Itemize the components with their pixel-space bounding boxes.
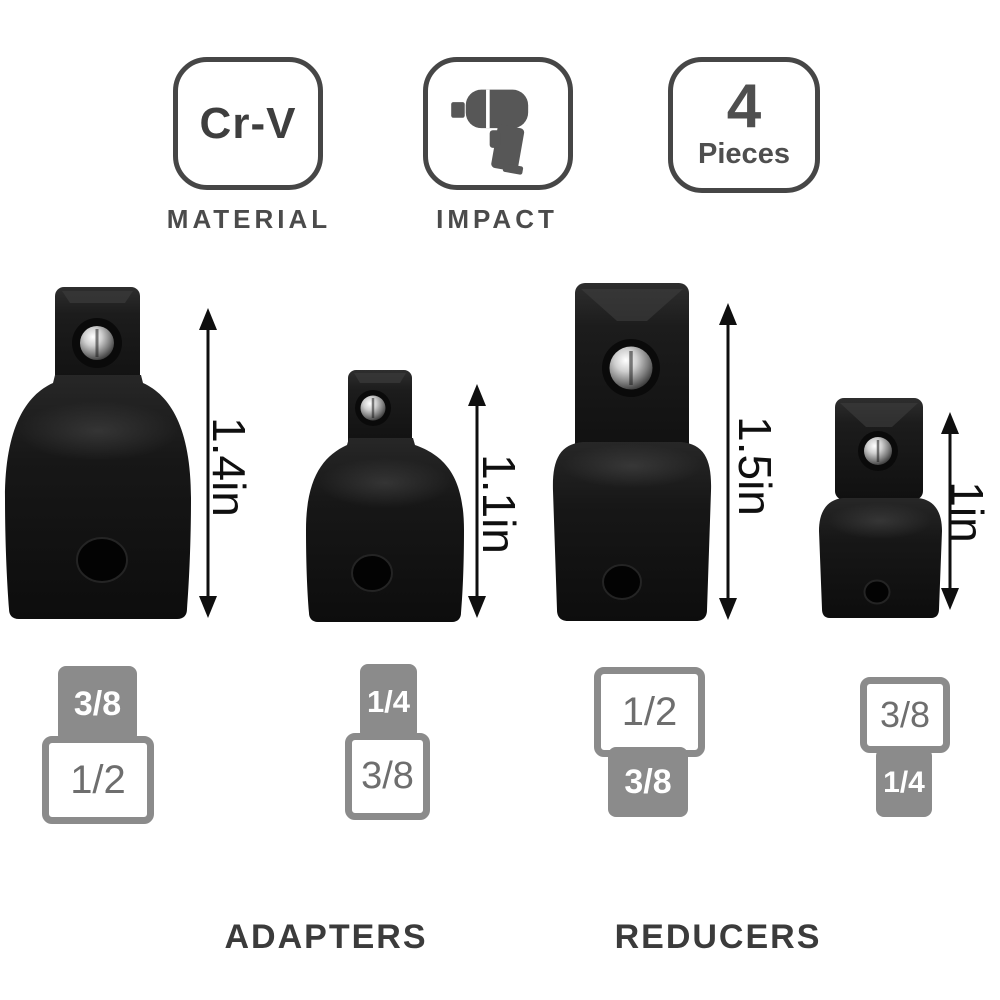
reducers-caption: REDUCERS [614, 918, 822, 956]
arrow-up-icon [199, 308, 217, 330]
pieces-count: 4 [726, 71, 762, 141]
arrow-down-icon [468, 596, 486, 618]
material-badge: Cr-V [173, 57, 323, 190]
dimension-arrow-3 [719, 303, 737, 620]
size-tag-male-4: 1/4 [876, 748, 932, 817]
size-tag-female-3: 1/2 [594, 667, 705, 757]
arrow-down-icon [199, 596, 217, 618]
material-caption: MATERIAL [166, 204, 332, 234]
size-tag-male-3: 3/8 [608, 747, 688, 817]
dimension-arrow-2 [468, 384, 486, 618]
reducer-photo-1 [552, 283, 712, 621]
impact-badge [423, 57, 573, 190]
adapter-photo-1 [5, 287, 191, 619]
reducer-photo-2 [819, 398, 942, 618]
impact-wrench-icon [451, 89, 529, 175]
pieces-badge: 4 Pieces [668, 57, 820, 193]
pieces-unit: Pieces [698, 138, 790, 171]
adapters-caption: ADAPTERS [224, 918, 428, 956]
size-tag-female-2: 3/8 [345, 733, 430, 820]
dimension-label-3: 1.5in [729, 416, 781, 516]
arrow-up-icon [941, 412, 959, 434]
dimension-label-4: 1in [941, 481, 993, 543]
arrow-up-icon [468, 384, 486, 406]
dimension-label-1: 1.4in [203, 417, 255, 517]
dimension-label-2: 1.1in [473, 454, 525, 554]
impact-caption: IMPACT [436, 204, 558, 234]
arrow-up-icon [719, 303, 737, 325]
material-value: Cr-V [199, 98, 297, 148]
size-tag-female-4: 3/8 [860, 677, 950, 753]
adapter-photo-2 [306, 370, 464, 622]
size-tag-female-1: 1/2 [42, 736, 154, 824]
dimension-arrow-1 [199, 308, 217, 618]
size-tag-male-1: 3/8 [58, 666, 137, 743]
dimension-arrow-4 [941, 412, 959, 610]
arrow-down-icon [719, 598, 737, 620]
size-tag-male-2: 1/4 [360, 664, 417, 740]
arrow-down-icon [941, 588, 959, 610]
